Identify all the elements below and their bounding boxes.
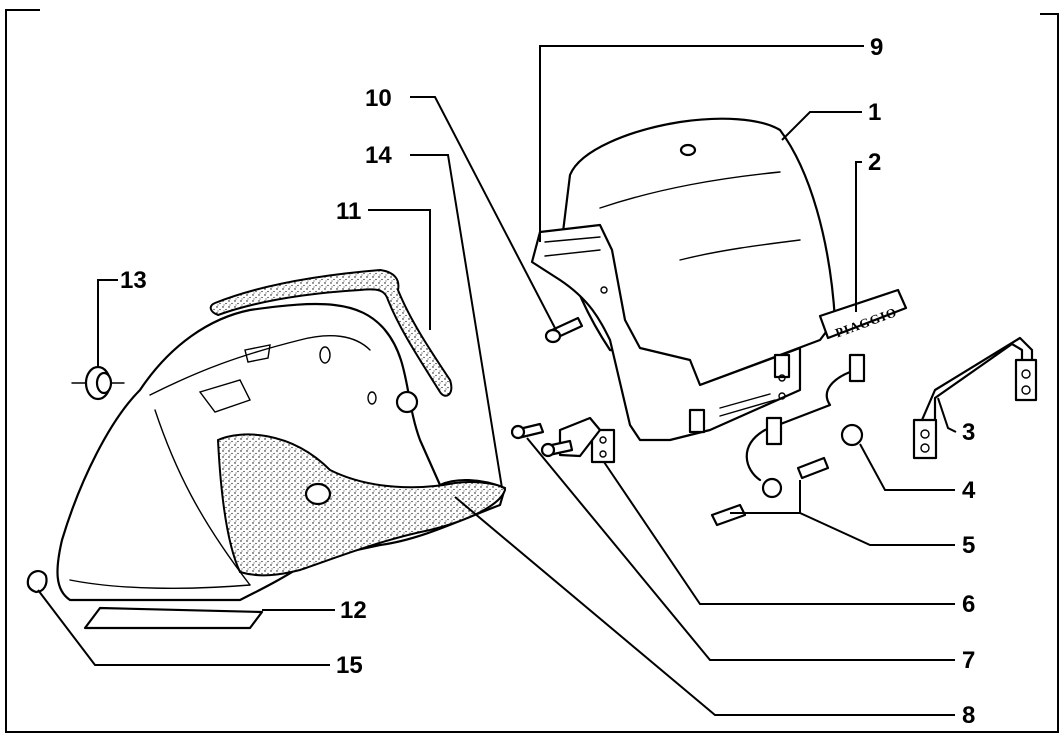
- callout-labels: 1 2 3 4 5 6 7 8 9 10 11 12 13 14 15: [120, 34, 976, 729]
- grommet-part-13: [71, 365, 125, 401]
- callout-11: 11: [336, 198, 361, 225]
- callout-6: 6: [962, 591, 975, 618]
- rubber-strip-part-11: [209, 268, 453, 397]
- callout-12: 12: [340, 597, 367, 624]
- small-bracket-part-6: [558, 416, 616, 464]
- screw-part-10: [544, 316, 584, 344]
- callout-13: 13: [120, 267, 147, 294]
- page-frame: [5, 9, 1059, 733]
- bracket-plate-part: [530, 223, 802, 442]
- callout-8: 8: [962, 702, 975, 729]
- callout-2: 2: [868, 149, 881, 176]
- callout-5: 5: [962, 532, 975, 559]
- callout-7: 7: [962, 647, 975, 674]
- callout-9: 9: [870, 34, 883, 61]
- plate-part-12: [83, 606, 264, 630]
- callout-3: 3: [962, 419, 975, 446]
- leader-lines: [37, 45, 957, 716]
- clip-part-15: [26, 570, 48, 594]
- inner-panel-part: [216, 433, 507, 577]
- shield-fasteners: [304, 390, 419, 506]
- spacer-part-5: [710, 456, 830, 527]
- callout-10: 10: [365, 85, 392, 112]
- handle-bracket-part-3: [912, 336, 1038, 460]
- callout-1: 1: [868, 99, 881, 126]
- callout-15: 15: [336, 652, 363, 679]
- callout-4: 4: [962, 477, 976, 504]
- callout-14: 14: [365, 142, 392, 169]
- top-cover-part-1: [560, 117, 837, 387]
- bolt-part-7: [510, 422, 574, 458]
- bent-rod-part-4: [745, 353, 866, 499]
